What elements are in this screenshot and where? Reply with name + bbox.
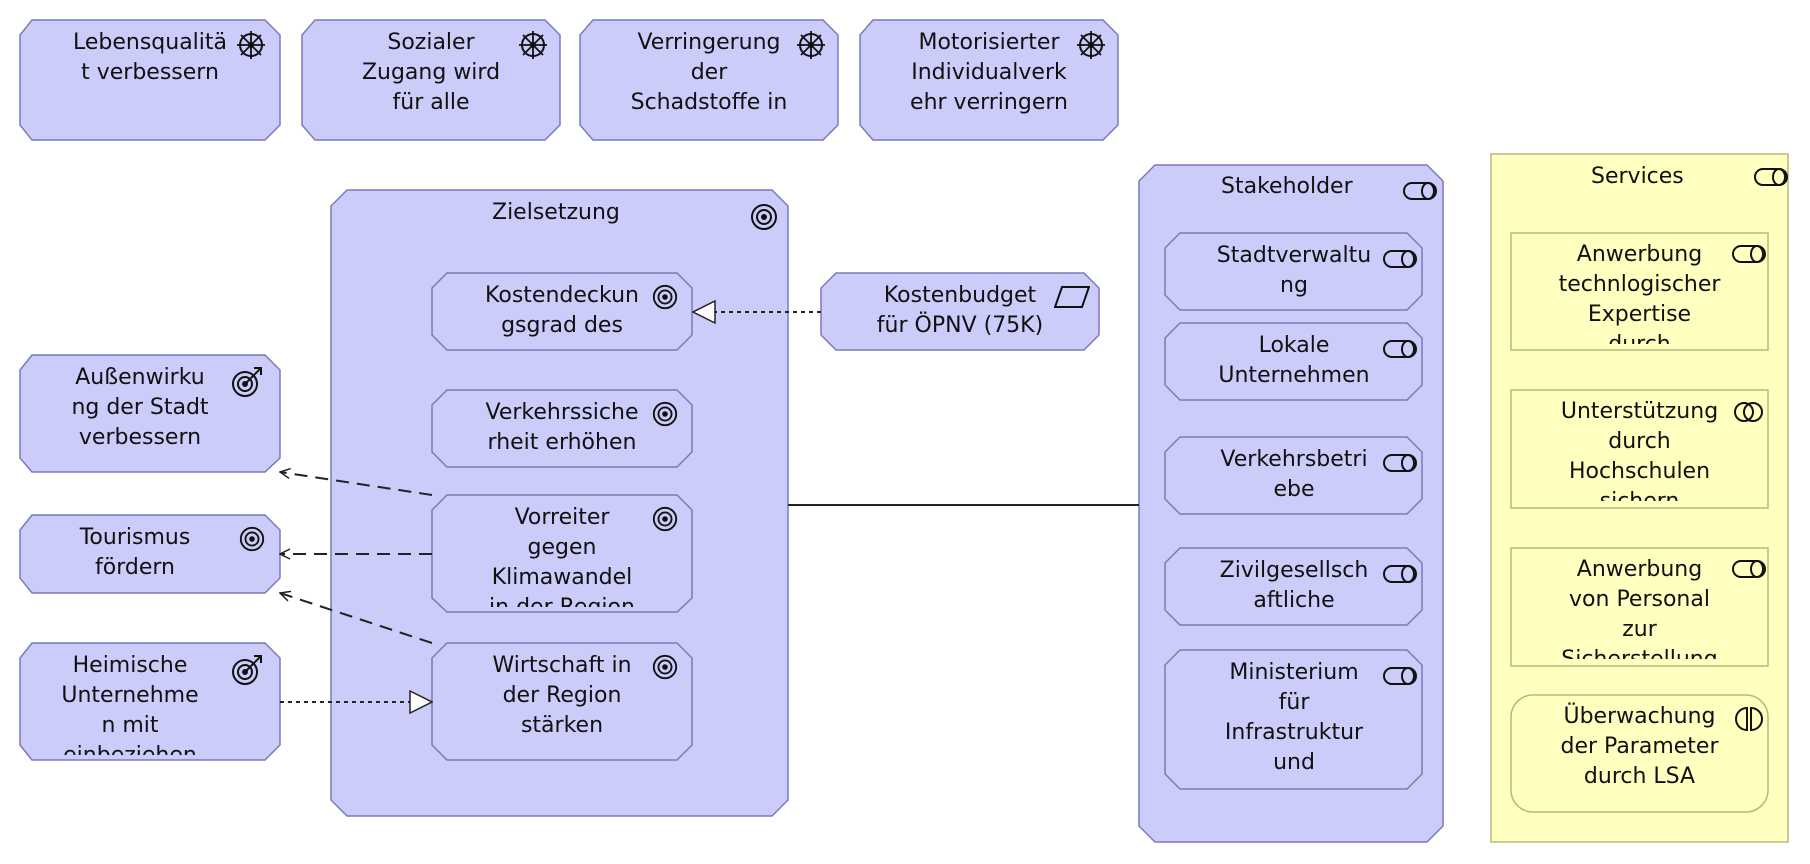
influence-connector[interactable] [280, 593, 433, 644]
outcome-label: Außenwirku ng der Stadt verbessern [71, 365, 209, 450]
driver-icon [797, 31, 825, 59]
goal-label: Kostendeckun gsgrad des … [485, 283, 639, 338]
goal-icon [652, 284, 678, 310]
constraint-label: Kostenbudget für ÖPNV (75K) [876, 283, 1044, 338]
role-icon [1383, 454, 1417, 472]
driver-box[interactable] [19, 19, 281, 141]
goal-icon [652, 401, 678, 427]
service-box[interactable] [1510, 389, 1769, 509]
service-box[interactable] [1510, 547, 1769, 667]
driver-label: Lebensqualitä t verbessern [72, 30, 228, 85]
role-icon [1732, 560, 1766, 578]
stakeholder-label: Verkehrsbetri ebe [1220, 447, 1368, 502]
goal-icon [652, 654, 678, 680]
service-label: Überwachung der Parameter durch LSA [1560, 704, 1719, 789]
service-box[interactable] [1510, 232, 1769, 351]
stakeholder-box[interactable] [1164, 547, 1423, 626]
stakeholder-title: Stakeholder [1221, 174, 1353, 199]
stakeholder-box[interactable] [1164, 232, 1423, 311]
driver-label: Motorisierter Individualverk ehr verring… [910, 30, 1068, 115]
role-icon [1732, 245, 1766, 263]
service-box[interactable] [1510, 694, 1769, 813]
driver-icon [1077, 31, 1105, 59]
services-title: Services [1591, 164, 1684, 189]
driver-box[interactable] [579, 19, 839, 141]
constraint-icon [1054, 286, 1090, 308]
goal-box[interactable] [431, 272, 693, 351]
outcome-icon [232, 367, 262, 397]
role-icon [1383, 340, 1417, 358]
goal-icon [751, 204, 777, 230]
driver-box[interactable] [301, 19, 561, 141]
interaction-icon [1735, 706, 1763, 732]
stakeholder-label: Zivilgesellsch aftliche [1219, 558, 1369, 613]
outcome-label: Heimische Unternehme n mit einbeziehen [61, 653, 199, 755]
goal-box[interactable] [431, 494, 693, 613]
driver-icon [519, 31, 547, 59]
influence-connector[interactable] [280, 472, 433, 496]
outcome-box[interactable] [19, 514, 281, 594]
goal-icon [652, 506, 678, 532]
stakeholder-box[interactable] [1164, 649, 1423, 790]
driver-icon [237, 31, 265, 59]
goal-label: Wirtschaft in der Region stärken [492, 653, 632, 738]
service-label: Unterstützung durch Hochschulen sichern [1560, 399, 1719, 501]
outcome-label: Tourismus fördern [79, 525, 191, 580]
driver-label: Sozialer Zugang wird für alle gewährleis… [361, 30, 501, 115]
constraint-box[interactable] [820, 272, 1100, 351]
stakeholder-label: Lokale Unternehmen [1218, 333, 1370, 388]
role-icon [1383, 250, 1417, 268]
role-icon [1383, 565, 1417, 583]
stakeholder-box[interactable] [1164, 322, 1423, 401]
driver-box[interactable] [859, 19, 1119, 141]
collaboration-icon [1734, 402, 1763, 422]
outcome-box[interactable] [19, 354, 281, 473]
driver-label: Verringerung der Schadstoffe in der Luft [630, 30, 788, 115]
role-icon [1403, 182, 1437, 200]
stakeholder-label: Ministerium für Infrastruktur und [1224, 660, 1364, 775]
stakeholder-label: Stadtverwaltu ng [1216, 243, 1372, 298]
goal-label: Vorreiter gegen Klimawandel in der Regio… [489, 505, 635, 607]
role-icon [1754, 168, 1788, 186]
goal-box[interactable] [431, 642, 693, 761]
outcome-box[interactable] [19, 642, 281, 761]
service-label: Anwerbung von Personal zur Sicherstellun… [1561, 557, 1717, 659]
goal-icon [239, 526, 265, 552]
role-icon [1383, 667, 1417, 685]
goal-box[interactable] [431, 389, 693, 468]
service-label: Anwerbung technlogischer Expertise durch [1558, 242, 1721, 344]
stakeholder-box[interactable] [1164, 436, 1423, 515]
goal-label: Verkehrssiche rheit erhöhen [485, 400, 639, 455]
outcome-icon [232, 655, 262, 685]
zielsetzung-title: Zielsetzung [492, 200, 620, 225]
